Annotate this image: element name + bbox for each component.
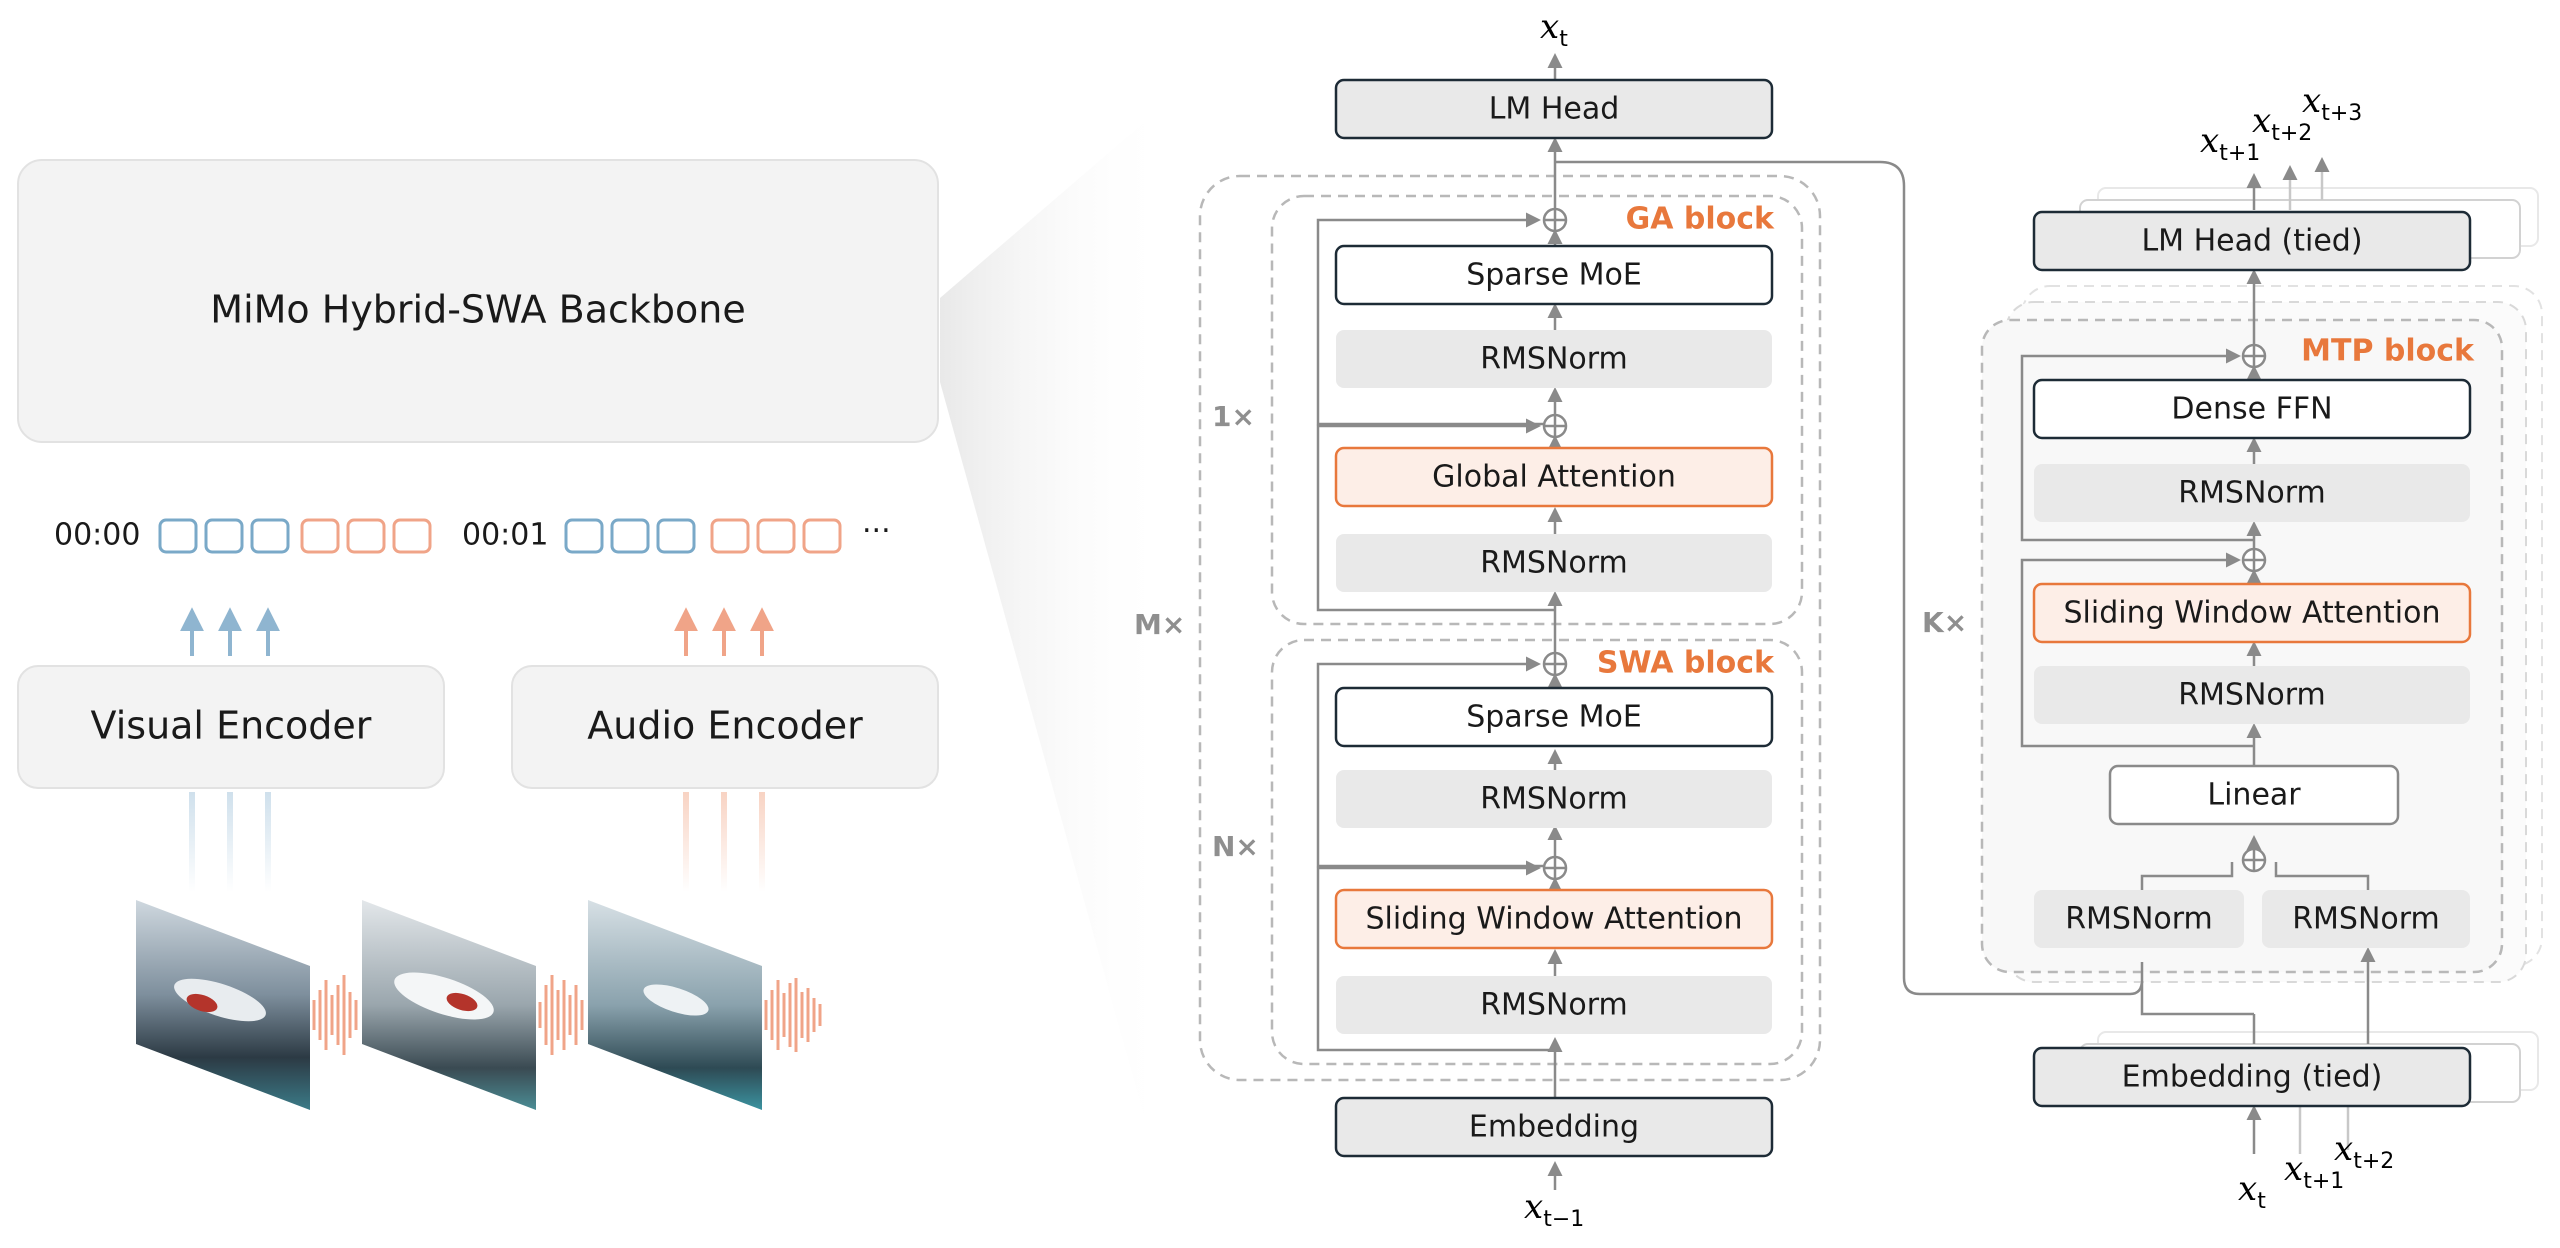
mtp-attention-label: Sliding Window Attention xyxy=(2064,596,2441,631)
backbone-flow-lines xyxy=(1316,53,2150,1152)
mtp-embedding: Embedding (tied) xyxy=(2032,1046,2472,1108)
swa-moe-label: Sparse MoE xyxy=(1466,700,1642,735)
mtp-input-1: xt xyxy=(2238,1169,2266,1214)
backbone-input-symbol: xt−1 xyxy=(1524,1187,1584,1232)
input-sub: t−1 xyxy=(1543,1207,1584,1232)
embedding-label: Embedding xyxy=(1469,1110,1639,1145)
lm-head: LM Head xyxy=(1334,78,1774,140)
audio-arrows xyxy=(674,607,774,656)
k-times-label: K× xyxy=(1922,606,1967,639)
visual-encoder: Visual Encoder xyxy=(17,665,445,789)
swa-block xyxy=(1270,638,1804,1066)
ga-moe-label: Sparse MoE xyxy=(1466,258,1642,293)
output-sub: t xyxy=(1559,27,1568,52)
mtp-output-symbols: xt+1 xt+2 xt+3 xyxy=(2200,81,2362,166)
mtp-embedding-label: Embedding (tied) xyxy=(2122,1060,2383,1095)
mtp-output-3: xt+3 xyxy=(2302,81,2362,126)
lm-head-label: LM Head xyxy=(1489,92,1620,127)
mtp-rmsnorm-left: RMSNorm xyxy=(2034,890,2244,948)
audio-encoder-label: Audio Encoder xyxy=(587,704,863,748)
mtp-norm-2-label: RMSNorm xyxy=(2178,678,2326,713)
visual-input-lines xyxy=(189,792,271,892)
mtp-sliding-window-attention: Sliding Window Attention xyxy=(2032,582,2472,644)
ga-rmsnorm-2: RMSNorm xyxy=(1336,534,1772,592)
mtp-lm-head-label: LM Head (tied) xyxy=(2141,224,2362,259)
ga-block xyxy=(1270,194,1804,626)
backbone-output-symbol: xt xyxy=(1540,7,1568,52)
visual-tokens-2 xyxy=(564,518,696,554)
residual-add-nodes xyxy=(1542,207,1568,881)
embedding: Embedding xyxy=(1334,1096,1774,1158)
mtp-norm-left-label: RMSNorm xyxy=(2065,902,2213,937)
timestamp-2: 00:01 xyxy=(462,518,548,553)
global-attention: Global Attention xyxy=(1334,446,1774,508)
output-x: x xyxy=(1540,7,1559,47)
video-frame-2 xyxy=(362,900,536,1110)
mtp-output-2: xt+2 xyxy=(2252,101,2312,146)
mtp-add-nodes xyxy=(2241,343,2267,873)
timestamp-1: 00:00 xyxy=(54,518,140,553)
audio-waveform-1 xyxy=(312,975,358,1055)
visual-tokens-1 xyxy=(158,518,290,554)
dense-ffn: Dense FFN xyxy=(2032,378,2472,440)
ga-attention-label: Global Attention xyxy=(1432,460,1676,495)
linear-label: Linear xyxy=(2207,778,2301,813)
mtp-rmsnorm-2: RMSNorm xyxy=(2034,666,2470,724)
swa-rmsnorm-2: RMSNorm xyxy=(1336,976,1772,1034)
ga-block-title: GA block xyxy=(1626,202,1775,237)
mtp-norm-1-label: RMSNorm xyxy=(2178,476,2326,511)
video-frame-3 xyxy=(588,900,762,1110)
mtp-input-3: xt+2 xyxy=(2334,1129,2394,1174)
mtp-rmsnorm-1: RMSNorm xyxy=(2034,464,2470,522)
mtp-block-title: MTP block xyxy=(2301,334,2475,369)
visual-arrows xyxy=(180,607,280,656)
token-row: 00:00 00:01 ··· xyxy=(54,514,891,554)
swa-block-title: SWA block xyxy=(1597,646,1775,681)
ellipsis: ··· xyxy=(862,514,891,549)
mtp-norm-right-label: RMSNorm xyxy=(2292,902,2440,937)
dense-ffn-label: Dense FFN xyxy=(2171,392,2332,427)
swa-norm-1-label: RMSNorm xyxy=(1480,782,1628,817)
video-frame-1 xyxy=(136,900,310,1110)
mtp-lm-head: LM Head (tied) xyxy=(2032,210,2472,272)
zoom-fan xyxy=(940,100,1170,1210)
backbone-label: MiMo Hybrid-SWA Backbone xyxy=(210,288,745,332)
audio-waveform-3 xyxy=(764,978,822,1052)
swa-norm-2-label: RMSNorm xyxy=(1480,988,1628,1023)
audio-encoder: Audio Encoder xyxy=(511,665,939,789)
svg-text:xt: xt xyxy=(1540,7,1568,52)
svg-text:xt−1: xt−1 xyxy=(1524,1187,1584,1232)
sliding-window-attention: Sliding Window Attention xyxy=(1334,888,1774,950)
audio-tokens-1 xyxy=(300,518,432,554)
ga-norm-1-label: RMSNorm xyxy=(1480,342,1628,377)
mtp-input-symbols: xt xt+1 xt+2 xyxy=(2238,1129,2394,1214)
ga-norm-2-label: RMSNorm xyxy=(1480,546,1628,581)
mtp-rmsnorm-right: RMSNorm xyxy=(2262,890,2470,948)
audio-input-lines xyxy=(683,792,765,892)
linear: Linear xyxy=(2108,764,2400,826)
m-times-group xyxy=(1198,174,1822,1082)
visual-encoder-label: Visual Encoder xyxy=(91,704,372,748)
input-x: x xyxy=(1524,1187,1543,1227)
swa-rmsnorm-1: RMSNorm xyxy=(1336,770,1772,828)
swa-times-label: N× xyxy=(1212,830,1259,863)
ga-rmsnorm-1: RMSNorm xyxy=(1336,330,1772,388)
ga-sparse-moe: Sparse MoE xyxy=(1334,244,1774,306)
audio-waveform-2 xyxy=(538,975,584,1055)
ga-times-label: 1× xyxy=(1212,400,1255,433)
audio-tokens-2 xyxy=(710,518,842,554)
backbone-panel: MiMo Hybrid-SWA Backbone xyxy=(17,159,939,443)
mtp-output-1: xt+1 xyxy=(2200,121,2260,166)
m-times-label: M× xyxy=(1134,608,1185,641)
mtp-input-2: xt+1 xyxy=(2284,1149,2344,1194)
swa-attention-label: Sliding Window Attention xyxy=(1366,902,1743,937)
swa-sparse-moe: Sparse MoE xyxy=(1334,686,1774,748)
mtp-flow-lines xyxy=(2020,173,2376,1154)
